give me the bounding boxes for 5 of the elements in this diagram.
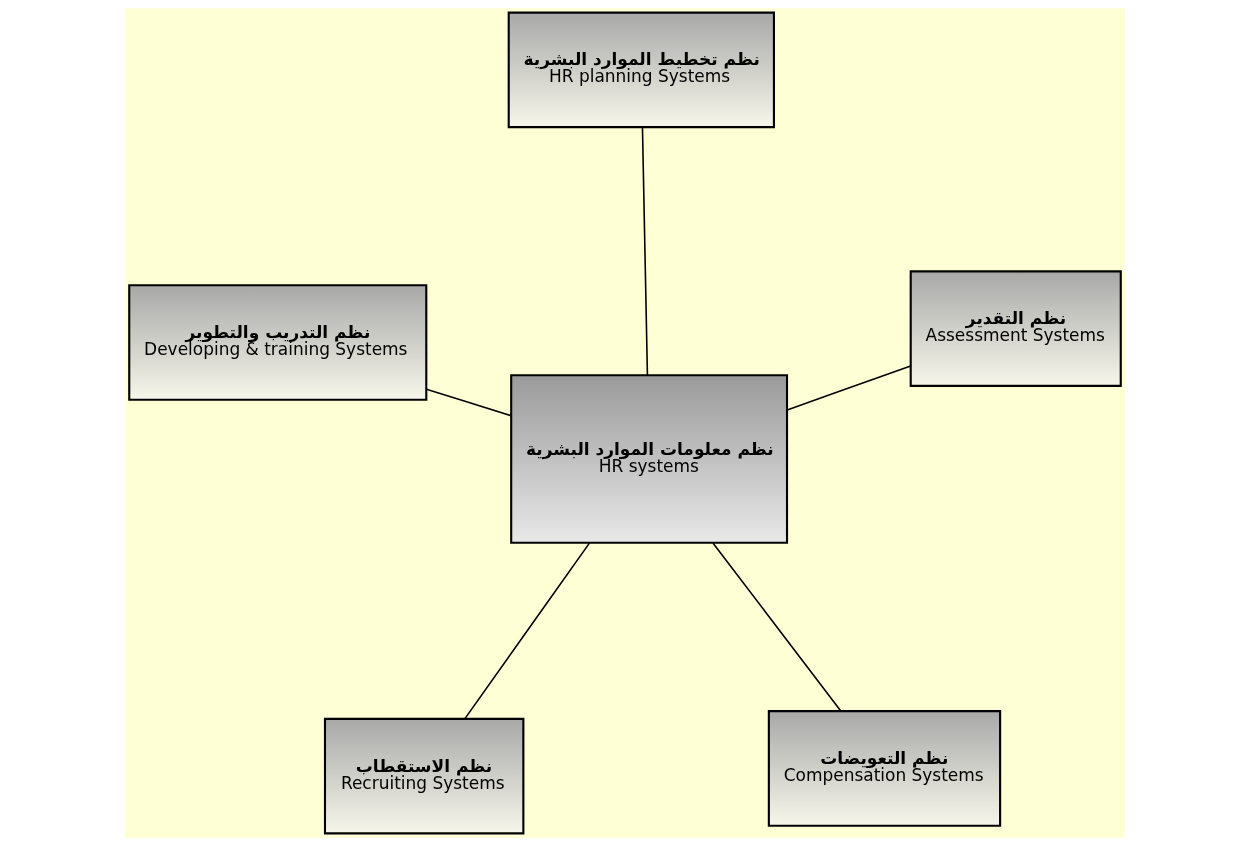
connector [425, 388, 512, 417]
connector [641, 126, 649, 376]
connector [712, 542, 842, 712]
connector [786, 365, 912, 411]
connector [464, 542, 591, 720]
